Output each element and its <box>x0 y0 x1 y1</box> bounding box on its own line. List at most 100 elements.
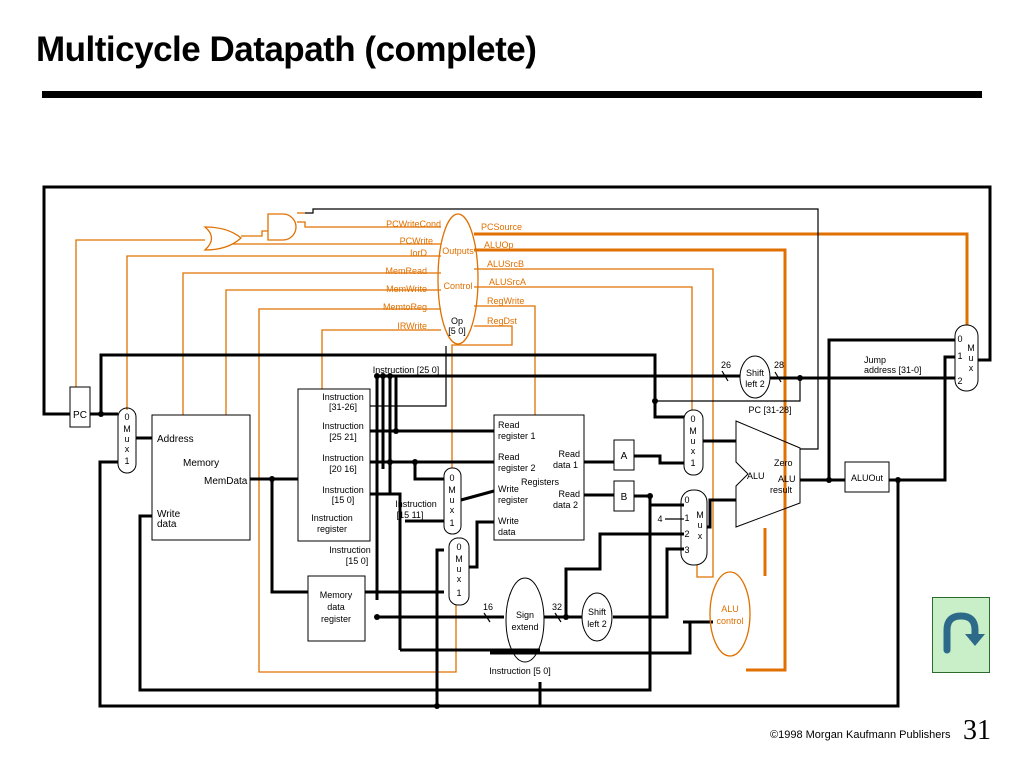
alusrcb-mux-2: 2 <box>684 529 689 539</box>
control-op-label: Op <box>451 316 463 326</box>
signal-aluop: ALUOp <box>484 240 514 250</box>
u-turn-arrow-icon <box>943 612 985 654</box>
mdr-label-a: Memory <box>320 590 353 600</box>
instr-15-0-a: Instruction <box>329 545 371 555</box>
memtoreg-mux-m: M <box>455 554 463 564</box>
memory-address-label: Address <box>157 434 194 445</box>
pc-31-28-label: PC [31-28] <box>748 405 791 415</box>
jump-address-a: Jump <box>864 355 886 365</box>
pc-label: PC <box>73 410 87 421</box>
pcsource-mux-x: x <box>969 363 974 373</box>
ir-name-b: register <box>317 524 347 534</box>
sign-extend-a: Sign <box>516 610 534 620</box>
control-unit <box>437 213 479 345</box>
address-mux-1: 1 <box>124 456 129 466</box>
shift-left-2-lower-a: Shift <box>588 607 607 617</box>
width-32: 32 <box>552 602 562 612</box>
regdst-mux-m: M <box>448 485 456 495</box>
shift-left-2-jump-b: left 2 <box>745 379 765 389</box>
signal-memread: MemRead <box>385 266 427 276</box>
shift-left-2-jump <box>739 355 771 399</box>
memtoreg-mux-1: 1 <box>456 588 461 598</box>
regdst-mux <box>443 467 462 535</box>
width-28: 28 <box>774 360 784 370</box>
memtoreg-mux-x: x <box>457 574 462 584</box>
alusrca-mux-u: u <box>690 436 695 446</box>
address-mux-u: u <box>124 434 129 444</box>
instr-15-11-b: [15 11] <box>397 510 424 520</box>
instr-5-0-label: Instruction [5 0] <box>489 666 551 676</box>
mdr-label-c: register <box>321 614 351 624</box>
register-b-label: B <box>621 492 628 503</box>
alusrca-mux <box>683 409 704 476</box>
signal-alusrca: ALUSrcA <box>489 277 526 287</box>
reg-read-data1-a: Read <box>558 449 580 459</box>
slide-title: Multicycle Datapath (complete) <box>36 30 537 69</box>
register-file <box>493 414 585 541</box>
and-gate <box>267 208 819 450</box>
reg-read-data2-b: data 2 <box>553 500 578 510</box>
address-mux-m: M <box>123 424 131 434</box>
reg-read-reg2-a: Read <box>498 452 520 462</box>
ir-name-a: Instruction <box>311 513 353 523</box>
junction-dots <box>98 373 901 709</box>
ir-field-15-0-b: [15 0] <box>332 495 355 505</box>
constant-4: 4 <box>657 514 662 524</box>
alu-control-b: control <box>716 616 743 626</box>
registers-label: Registers <box>521 477 560 487</box>
ir-field-25-21-b: [25 21] <box>329 432 357 442</box>
alusrcb-mux-u: u <box>697 520 702 530</box>
ir-field-31-26-b: [31-26] <box>329 402 357 412</box>
signal-memtoreg: MemtoReg <box>383 302 427 312</box>
reg-write-data-a: Write <box>498 516 519 526</box>
alu-label: ALU <box>747 471 765 481</box>
instr-25-0-label: Instruction [25 0] <box>373 365 440 375</box>
reg-read-reg1-a: Read <box>498 420 520 430</box>
back-button[interactable] <box>932 597 990 673</box>
datapath-wires <box>42 185 992 708</box>
signal-pcsource: PCSource <box>481 222 522 232</box>
address-mux <box>117 407 137 474</box>
alusrcb-mux-0: 0 <box>684 495 689 505</box>
memtoreg-mux-u: u <box>456 564 461 574</box>
reg-read-reg1-b: register 1 <box>498 431 536 441</box>
ir-field-20-16-a: Instruction <box>322 453 364 463</box>
regdst-mux-0: 0 <box>449 473 454 483</box>
alusrcb-mux-m: M <box>696 510 704 520</box>
memtoreg-mux <box>448 537 470 606</box>
alusrcb-mux-1: 1 <box>684 513 689 523</box>
register-a-label: A <box>621 451 628 462</box>
regdst-mux-1: 1 <box>449 518 454 528</box>
reg-read-reg2-b: register 2 <box>498 463 536 473</box>
signal-regdst: RegDst <box>487 316 518 326</box>
mdr-label-b: data <box>327 602 345 612</box>
alu-control-a: ALU <box>721 604 739 614</box>
alu-result-a: ALU <box>778 474 796 484</box>
pcsource-mux-m: M <box>967 343 975 353</box>
signal-pcwritecond: PCWriteCond <box>386 219 441 229</box>
pcsource-mux <box>954 324 979 392</box>
address-mux-x: x <box>125 444 130 454</box>
memory-label: Memory <box>183 458 219 469</box>
sign-extend <box>505 577 545 663</box>
reg-read-data1-b: data 1 <box>553 460 578 470</box>
memory-memdata-label: MemData <box>204 476 248 487</box>
signal-alusrcb: ALUSrcB <box>487 259 524 269</box>
memory-write-label: Write <box>157 509 181 520</box>
ir-field-25-21-a: Instruction <box>322 421 364 431</box>
control-label: Control <box>443 281 472 291</box>
memory-unit <box>151 414 251 541</box>
width-16: 16 <box>483 602 493 612</box>
alusrca-mux-1: 1 <box>690 458 695 468</box>
control-op-bits: [5 0] <box>448 326 466 336</box>
address-mux-0: 0 <box>124 412 129 422</box>
sign-extend-b: extend <box>511 622 538 632</box>
instr-15-0-b: [15 0] <box>346 556 369 566</box>
title-underline <box>42 91 982 98</box>
register-a <box>613 439 635 471</box>
alusrcb-mux-x: x <box>698 531 703 541</box>
ir-field-20-16-b: [20 16] <box>329 464 357 474</box>
pc-register <box>69 386 91 428</box>
alu-control <box>709 571 751 657</box>
jump-address-b: address [31-0] <box>864 365 922 375</box>
